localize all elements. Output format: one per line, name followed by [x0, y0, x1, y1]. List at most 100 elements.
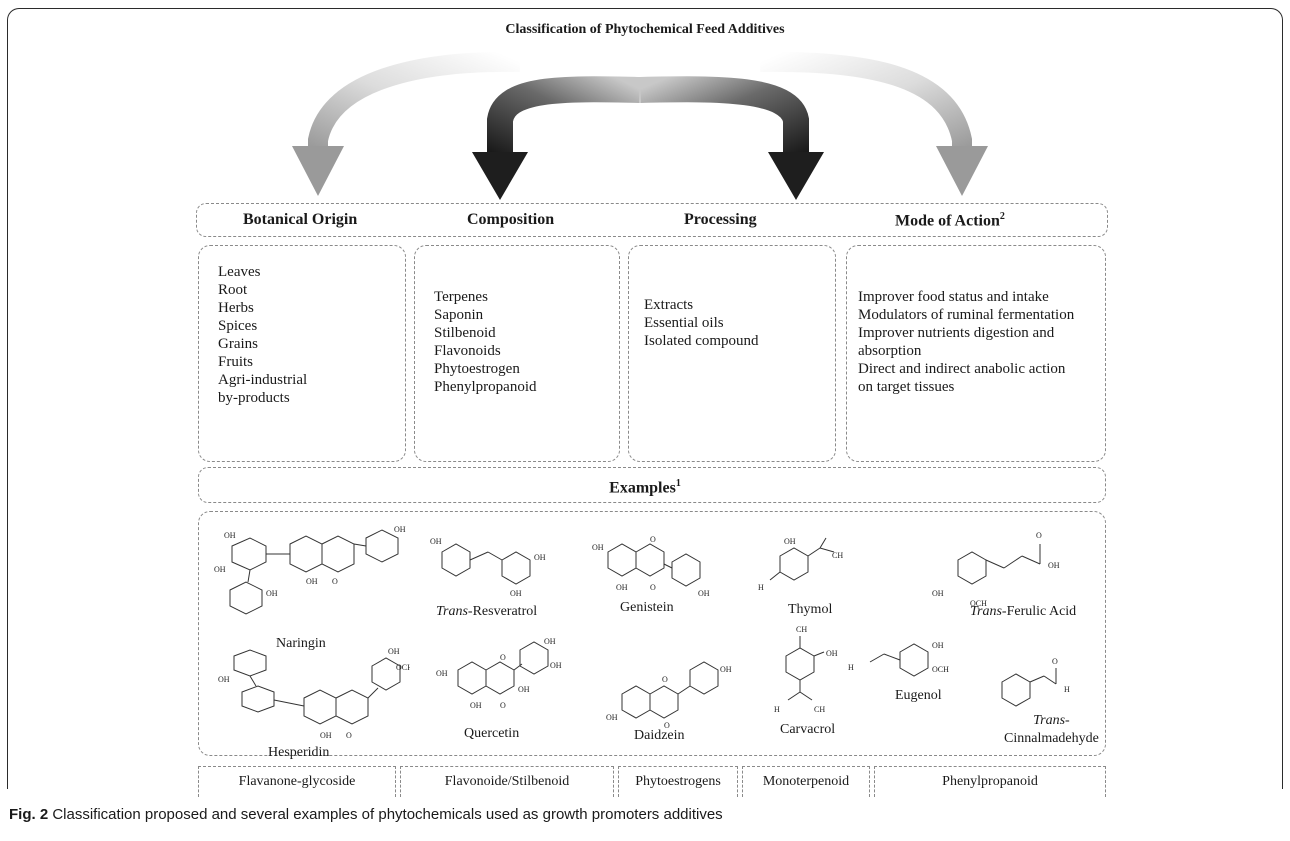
svg-text:H: H [848, 663, 854, 672]
svg-text:OH: OH [550, 661, 562, 670]
header-processing: Processing [684, 211, 757, 228]
carvacrol-structure: CH OH H CH [774, 625, 838, 714]
svg-text:OH: OH [534, 553, 546, 562]
compound-naringin: Naringin [276, 636, 326, 651]
svg-text:CH: CH [796, 625, 807, 634]
compound-trans-ferulic-acid: Trans-Ferulic Acid [970, 604, 1077, 619]
svg-text:OH: OH [430, 537, 442, 546]
list-item: Herbs [218, 300, 254, 316]
svg-text:OH: OH [518, 685, 530, 694]
svg-text:O: O [1052, 657, 1058, 666]
examples-row [198, 467, 1106, 503]
list-item: Spices [218, 318, 258, 334]
svg-text:OH: OH [266, 589, 278, 598]
arrowhead-processing [768, 152, 824, 200]
list-item: Essential oils [644, 315, 724, 331]
arrowhead-mode [936, 146, 988, 196]
list-item: by-products [218, 390, 290, 406]
list-item: Phenylpropanoid [434, 379, 537, 395]
list-item: Improver food status and intake [858, 289, 1049, 305]
svg-text:CH: CH [814, 705, 825, 714]
figure-caption: Fig. 2 Classification proposed and sever… [9, 806, 723, 823]
list-item: Flavonoids [434, 343, 501, 359]
list-item: Grains [218, 336, 258, 352]
examples-title: Examples1 [609, 478, 681, 497]
header-botanical-origin: Botanical Origin [243, 211, 358, 228]
svg-text:H: H [758, 583, 764, 592]
category-flavonoide-stilbenoid: Flavonoide/Stilbenoid [400, 766, 614, 797]
mode-of-action-box [846, 245, 1106, 462]
svg-text:O: O [500, 701, 506, 710]
svg-text:OH: OH [616, 583, 628, 592]
svg-text:OH: OH [218, 675, 230, 684]
compound-daidzein: Daidzein [634, 728, 685, 743]
svg-text:O: O [650, 583, 656, 592]
svg-text:OH: OH [826, 649, 838, 658]
svg-text:OH: OH [932, 641, 944, 650]
resveratrol-structure: OH OH OH [430, 537, 546, 598]
category-phytoestrogens: Phytoestrogens [618, 766, 738, 797]
examples-box [198, 511, 1106, 756]
compound-thymol: Thymol [788, 602, 833, 617]
figure-frame [7, 8, 1283, 789]
mode-of-action-list: Improver food status and intake Modulato… [858, 288, 1074, 396]
svg-text:OH: OH [306, 577, 318, 586]
list-item: Modulators of ruminal fermentation [858, 307, 1075, 323]
naringin-structure: OH OH OH OH OH O [214, 525, 406, 615]
cinnamaldehyde-structure: O H [1001, 657, 1070, 707]
svg-text:O: O [346, 731, 352, 740]
svg-text:H: H [1064, 685, 1070, 694]
list-item: Agri-industrial [218, 372, 308, 388]
arrow-processing [639, 76, 809, 156]
composition-box [414, 245, 620, 462]
arrow-mode [759, 51, 972, 150]
category-phenylpropanoid: Phenylpropanoid [874, 766, 1106, 797]
quercetin-structure: O OH OH OH OH O OH [436, 637, 562, 710]
svg-text:OH: OH [240, 648, 252, 650]
svg-text:OCH: OCH [396, 663, 410, 672]
svg-text:CH: CH [832, 551, 843, 560]
compound-trans-cinnamaldehyde: Trans-Cinnalmadehyde [1004, 713, 1099, 746]
daidzein-structure: O OH OH O [606, 661, 732, 728]
header-row [196, 203, 1108, 237]
svg-text:OH: OH [544, 637, 556, 646]
botanical-list: Leaves Root Herbs Spices Grains Fruits A… [218, 263, 307, 407]
arrow-composition [487, 76, 641, 156]
arrow-botanical [308, 51, 521, 150]
list-item: Root [218, 282, 248, 298]
svg-text:OH: OH [224, 531, 236, 540]
compound-eugenol: Eugenol [895, 688, 942, 703]
svg-text:OH: OH [784, 537, 796, 546]
list-item: Saponin [434, 307, 484, 323]
list-item: Terpenes [434, 289, 488, 305]
list-item: Extracts [644, 297, 694, 313]
arrowhead-composition [472, 152, 528, 200]
compound-hesperidin: Hesperidin [268, 745, 330, 760]
svg-text:OH: OH [606, 713, 618, 722]
svg-text:O: O [650, 535, 656, 544]
processing-box [628, 245, 836, 462]
list-item: Improver nutrients digestion and [858, 325, 1055, 341]
list-item: Fruits [218, 354, 254, 370]
svg-text:OH: OH [388, 648, 400, 656]
compound-quercetin: Quercetin [464, 726, 520, 741]
compound-trans-resveratrol: Trans-Resveratrol [436, 604, 538, 619]
list-item: Direct and indirect anabolic action [858, 361, 1066, 377]
svg-text:OH: OH [698, 589, 710, 598]
svg-text:OH: OH [592, 543, 604, 552]
svg-text:H: H [774, 705, 780, 714]
compound-genistein: Genistein [620, 600, 674, 615]
svg-text:OCH: OCH [932, 665, 949, 674]
svg-text:OH: OH [320, 731, 332, 740]
genistein-structure: OH O OH O OH [592, 535, 710, 598]
svg-text:O: O [664, 721, 670, 728]
list-item: on target tissues [858, 379, 955, 395]
composition-list: Terpenes Saponin Stilbenoid Flavonoids P… [434, 288, 537, 396]
svg-text:O: O [332, 577, 338, 586]
category-monoterpenoid: Monoterpenoid [742, 766, 870, 797]
compound-carvacrol: Carvacrol [780, 722, 836, 737]
svg-text:OH: OH [510, 589, 522, 598]
header-composition: Composition [467, 211, 555, 228]
arrows [292, 51, 988, 200]
svg-text:O: O [500, 653, 506, 662]
